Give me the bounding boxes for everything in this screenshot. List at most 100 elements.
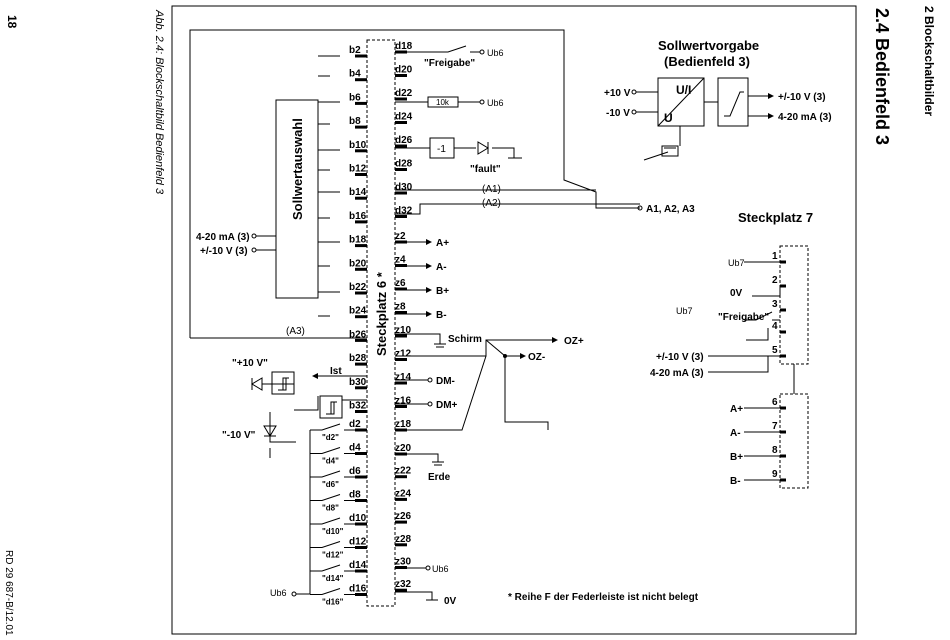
ist-wires — [262, 375, 367, 458]
sp7-0v-label: 0V — [730, 288, 743, 299]
inverter-label: -1 — [437, 144, 446, 155]
bplus-label: B+ — [436, 286, 449, 297]
sp7-ub7-label-1: Ub7 — [728, 258, 745, 268]
input-ma-terminal — [251, 233, 257, 239]
ub6-label-mid: Ub6 — [487, 98, 504, 108]
sp7-pin-label: 6 — [772, 397, 778, 408]
input-ma-label: 4-20 mA (3) — [196, 232, 250, 243]
switch-label: "d16" — [322, 598, 344, 607]
sp7-ub7-label-2: Ub7 — [676, 306, 693, 316]
sp7-bminus-label: B- — [730, 476, 741, 487]
input-v-label: +/-10 V (3) — [200, 246, 248, 257]
pin-label: d2 — [349, 419, 361, 430]
ub6-label-bottom: Ub6 — [432, 564, 449, 574]
ist-arrow — [312, 373, 318, 379]
out-v-label: +/-10 V (3) — [778, 92, 826, 103]
pin-label: z18 — [395, 419, 412, 430]
minus10-label: "-10 V" — [222, 430, 256, 441]
pin-label: b22 — [349, 282, 367, 293]
ui-label: U/I — [676, 83, 691, 97]
freigabe-label: "Freigabe" — [424, 58, 475, 69]
switches-group: "d2""d4""d6""d8""d10""d12""d14""d16" — [310, 423, 355, 607]
pin-label: b6 — [349, 92, 361, 103]
ub6-terminal-bottom — [425, 565, 431, 571]
pin-label: d10 — [349, 513, 367, 524]
sp7-in-v-label: +/-10 V (3) — [656, 352, 704, 363]
sp7-aminus-label: A- — [730, 428, 741, 439]
plus10-led-icon — [251, 377, 263, 391]
steckplatz6-label: Steckplatz 6 * — [374, 271, 389, 356]
u-label: U — [664, 111, 673, 125]
switch-label: "d2" — [322, 433, 339, 442]
a123-label: A1, A2, A3 — [646, 204, 695, 215]
pin-label: b2 — [349, 45, 361, 56]
ist-label: Ist — [330, 366, 342, 377]
sp7-pin-label: 5 — [772, 345, 778, 356]
fault-label: "fault" — [470, 164, 501, 175]
pin-label: b18 — [349, 235, 367, 246]
pin-label: d30 — [395, 182, 413, 193]
schirm-label: Schirm — [448, 334, 482, 345]
resistor-label: 10k — [436, 98, 450, 107]
oz-arrows — [520, 337, 558, 359]
pin-label: b8 — [349, 116, 361, 127]
pin-label: d14 — [349, 560, 367, 571]
out-ma-label: 4-20 mA (3) — [778, 112, 832, 123]
pin-label: z30 — [395, 557, 412, 568]
pin-label: z28 — [395, 534, 412, 545]
switch-contact — [310, 541, 355, 548]
switch-label: "d4" — [322, 457, 339, 466]
switch-bus — [296, 430, 311, 595]
sollwertauswahl-block — [275, 99, 319, 299]
switch-label: "d6" — [322, 480, 339, 489]
pin-label: z22 — [395, 466, 412, 477]
erde-ground-icon — [395, 453, 444, 466]
sp7-pin-label: 9 — [772, 469, 778, 480]
steckplatz6-connector — [366, 39, 396, 607]
sp7-in-ma-label: 4-20 mA (3) — [650, 368, 704, 379]
pin-label: b28 — [349, 353, 367, 364]
document-id: RD 29 687-B/12.01 — [3, 550, 14, 636]
steckplatz7-title: Steckplatz 7 — [738, 210, 813, 225]
pin-label: b16 — [349, 211, 367, 222]
schmitt-trigger-upper — [271, 371, 295, 395]
input-v-terminal — [251, 247, 257, 253]
pin-label: b30 — [349, 377, 367, 388]
limiter-block — [717, 77, 749, 127]
sv-plus10-label: +10 V — [604, 88, 631, 99]
inverter-block — [429, 137, 455, 159]
switch-contact — [310, 423, 355, 431]
a1-label: (A1) — [482, 184, 501, 195]
pin-label: z6 — [395, 278, 406, 289]
ozplus-label: OZ+ — [564, 336, 584, 347]
dmplus-terminal — [427, 401, 433, 407]
sp7-pin-label: 7 — [772, 421, 778, 432]
pin-label: b12 — [349, 164, 367, 175]
pin-label: b32 — [349, 401, 367, 412]
switch-contact — [310, 517, 355, 525]
ub6-switch-label: Ub6 — [270, 588, 287, 598]
a2-wire — [395, 203, 640, 215]
bedienfeld3-subtitle: (Bedienfeld 3) — [664, 54, 750, 69]
pin-label: b10 — [349, 140, 367, 151]
switch-contact — [310, 588, 355, 595]
pin-label: d22 — [395, 88, 413, 99]
dmplus-label: DM+ — [436, 400, 458, 411]
pins-b-group: b2b4b6b8b10b12b14b16b18b20b22b24b26b28b3… — [349, 45, 367, 413]
pin-label: z24 — [395, 488, 412, 499]
plus10-terminal — [631, 89, 637, 95]
zero-v-label: 0V — [444, 596, 457, 607]
ub6-label-top: Ub6 — [487, 48, 504, 58]
sp7-pin-label: 3 — [772, 299, 778, 310]
pin-label: d16 — [349, 584, 367, 595]
plus10-label: "+10 V" — [232, 358, 268, 369]
pin-label: b20 — [349, 258, 367, 269]
z-outputs — [395, 239, 432, 317]
sollwertvorgabe-title: Sollwertvorgabe — [658, 38, 759, 53]
pin-label: z32 — [395, 579, 412, 590]
pin-label: b24 — [349, 306, 367, 317]
sp7-pin-label: 1 — [772, 251, 778, 262]
